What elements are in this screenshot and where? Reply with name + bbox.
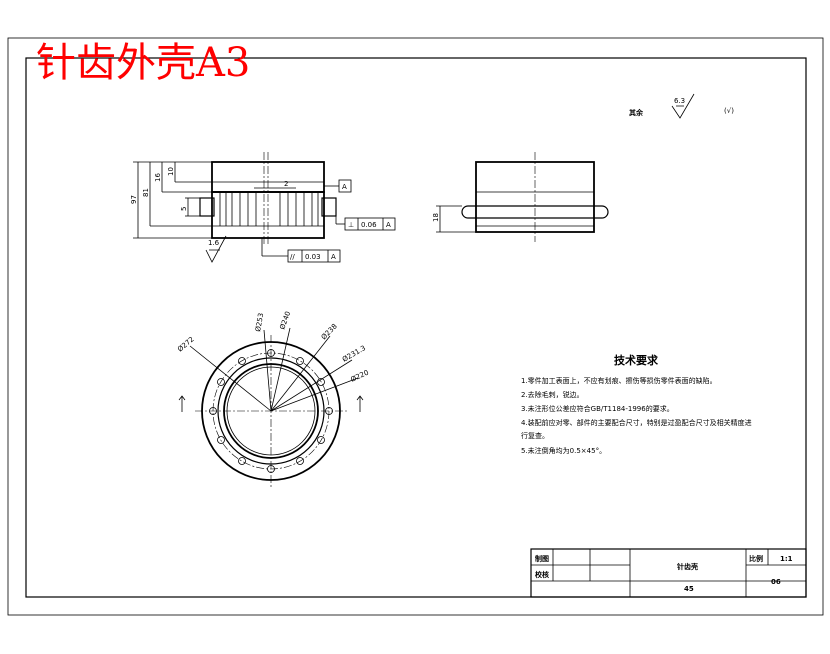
roughness-1-6: 1.6 xyxy=(208,239,220,247)
datum-box xyxy=(338,179,352,193)
perp-frame xyxy=(344,217,396,231)
title-block: 制图 校核 针齿壳 45 比例 1:1 06 xyxy=(530,548,807,598)
title-block-frame xyxy=(530,548,807,598)
tech-req-item: 5.未注倒角均为0.5×45°。 xyxy=(521,446,606,455)
datum-label: A xyxy=(342,183,347,191)
roughness-1-6-symbol xyxy=(205,235,227,263)
dim-231: Ø231.3 xyxy=(341,344,367,364)
drawn-label: 制图 xyxy=(535,554,549,563)
dim-2: 2 xyxy=(284,180,288,188)
par-frame xyxy=(287,249,341,263)
outer-border xyxy=(7,37,824,616)
surface-note-roughness: 6.3 xyxy=(674,97,685,105)
dim-16: 16 xyxy=(154,173,162,182)
front-hatch xyxy=(212,181,324,227)
scale-label: 比例 xyxy=(749,554,763,563)
dim-10: 10 xyxy=(167,167,175,176)
dim-240: Ø240 xyxy=(278,310,292,330)
scale-value: 1:1 xyxy=(780,555,793,563)
plan-view: Ø272 Ø253 Ø240 Ø238 Ø231.3 Ø220 xyxy=(176,310,370,487)
perp-value: 0.06 xyxy=(361,221,377,229)
perp-symbol: ⊥ xyxy=(348,221,354,229)
plan-leaders xyxy=(189,327,359,412)
tech-req-item: 4.装配前应对零、部件的主要配合尺寸，特别是过盈配合尺寸及相关精度进 xyxy=(521,418,752,427)
dim-18: 18 xyxy=(432,213,440,222)
roughness-symbol xyxy=(671,93,695,119)
front-view: 97 81 16 10 5 2 A ⊥ 0.06 A // 0.03 A 1.6 xyxy=(130,152,396,263)
sheet-no: 06 xyxy=(771,578,781,586)
checked-label: 校核 xyxy=(535,570,549,579)
tech-req-item: 2.去除毛刺，锐边。 xyxy=(521,390,584,399)
inner-border xyxy=(25,57,807,598)
surface-note-label: 其余 xyxy=(629,108,644,117)
dim-238: Ø238 xyxy=(320,322,339,341)
dim-81: 81 xyxy=(142,188,150,197)
dim-253: Ø253 xyxy=(254,312,265,332)
tech-requirements: 技术要求 1.零件加工表面上，不应有划痕、擦伤等损伤零件表面的缺陷。 2.去除毛… xyxy=(521,353,752,455)
par-value: 0.03 xyxy=(305,253,321,261)
side-view: 18 xyxy=(432,152,609,242)
perp-datum: A xyxy=(386,221,391,229)
tech-req-item: 1.零件加工表面上，不应有划痕、擦伤等损伤零件表面的缺陷。 xyxy=(521,376,717,385)
front-flange-right xyxy=(321,197,337,217)
section-arrow-left xyxy=(178,395,186,412)
surface-note-paren: (√) xyxy=(724,107,734,115)
front-flange xyxy=(199,197,215,217)
dim-5: 5 xyxy=(180,207,188,211)
dim-272: Ø272 xyxy=(176,335,196,353)
tech-req-item: 3.未注形位公差应符合GB/T1184-1996的要求。 xyxy=(521,404,674,413)
part-name: 针齿壳 xyxy=(676,562,698,571)
par-symbol: // xyxy=(290,253,295,261)
section-arrow-right xyxy=(356,395,364,412)
tech-req-item: 行复查。 xyxy=(521,431,549,440)
material: 45 xyxy=(684,585,694,593)
surface-note: 其余 6.3 (√) xyxy=(629,93,734,119)
sheet-title: 针齿外壳A3 xyxy=(36,40,250,86)
tech-req-title: 技术要求 xyxy=(614,353,659,367)
dim-220: Ø220 xyxy=(349,369,369,384)
par-datum: A xyxy=(331,253,336,261)
dim-97: 97 xyxy=(130,195,138,204)
front-dims xyxy=(133,161,212,239)
